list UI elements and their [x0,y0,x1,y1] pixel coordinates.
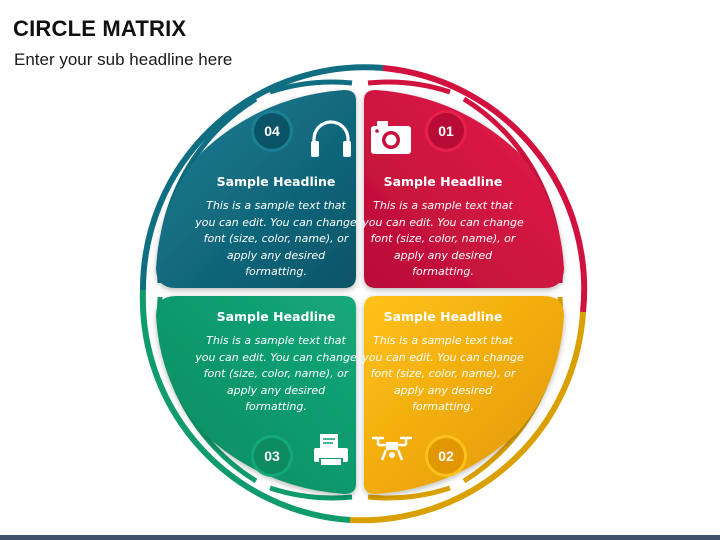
quadrant-01-body: This is a sample text that you can edit.… [362,199,524,278]
ring-segment-teal [139,64,384,291]
quadrant-01-number-badge: 01 [428,113,464,149]
quadrant-02-text: Sample Headline This is a sample text th… [362,309,524,416]
quadrant-04-text: Sample Headline This is a sample text th… [195,174,357,281]
drone-icon [372,436,412,461]
quadrant-01-text: Sample Headline This is a sample text th… [362,174,524,281]
quadrant-02-headline: Sample Headline [383,309,503,324]
quadrant-04-headline: Sample Headline [216,174,336,189]
quadrant-02-body: This is a sample text that you can edit.… [362,334,524,413]
ring-segment-green [139,289,351,523]
quadrant-04-shape [156,90,356,288]
quadrant-03-text: Sample Headline This is a sample text th… [195,309,357,416]
quadrant-02-number-badge: 02 [428,438,464,474]
quadrant-04-body: This is a sample text that you can edit.… [195,199,357,278]
quadrant-03-body: This is a sample text that you can edit.… [195,334,357,413]
page-subtitle: Enter your sub headline here [14,50,233,69]
bottom-bar [0,535,720,540]
printer-icon [314,434,348,465]
camera-icon [371,121,411,154]
ring-segment-red [382,65,588,313]
page-title: CIRCLE MATRIX [13,16,187,41]
ring-segment-yellow [349,311,586,524]
quadrant-04-number-badge: 04 [254,113,290,149]
quadrant-01-shape [364,90,564,288]
quadrant-02-shape [364,296,564,494]
quadrant-03-headline: Sample Headline [216,309,336,324]
outer-ring [139,64,588,524]
quadrant-03-shape [156,296,356,494]
headphones-icon [311,120,351,157]
quadrant-01-headline: Sample Headline [383,174,503,189]
quadrant-03-number-badge: 03 [254,438,290,474]
